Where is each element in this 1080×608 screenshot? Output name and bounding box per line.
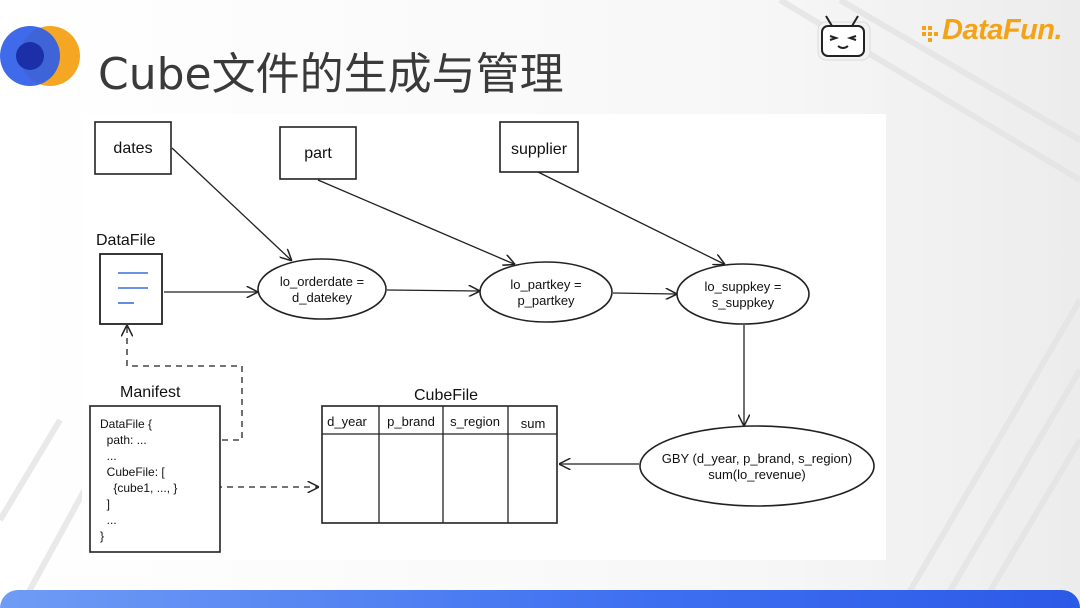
part-table-box: part (279, 126, 357, 180)
join-orderdate-node: lo_orderdate = d_datekey (257, 258, 387, 320)
logo-circles-icon (0, 26, 80, 86)
arrow-supplier-to-join3 (537, 171, 724, 264)
manifest-line: {cube1, ..., } (100, 481, 177, 495)
join-suppkey-line2: s_suppkey (712, 295, 775, 310)
supplier-label: supplier (511, 141, 568, 158)
groupby-line2: sum(lo_revenue) (708, 467, 806, 482)
arrow-part-to-join2 (317, 179, 514, 264)
join-suppkey-node: lo_suppkey = s_suppkey (676, 263, 810, 325)
mascot-icon (817, 15, 871, 61)
flow-arrows (164, 147, 744, 464)
brand-dots-icon (922, 26, 938, 42)
supplier-table-box: supplier (499, 121, 579, 173)
cubefile-table: d_year p_brand s_region sum (321, 405, 558, 524)
datafile-label: DataFile (96, 232, 156, 249)
cube-generation-diagram: dates part supplier DataFile lo_orderdat… (82, 114, 886, 560)
cubefile-column-header: p_brand (387, 414, 435, 429)
join-orderdate-line2: d_datekey (292, 290, 352, 305)
join-partkey-node: lo_partkey = p_partkey (479, 261, 613, 323)
dates-table-box: dates (94, 121, 172, 175)
join-orderdate-line1: lo_orderdate = (280, 274, 364, 289)
cubefile-label: CubeFile (414, 387, 478, 404)
manifest-box: DataFile { path: ... ... CubeFile: [ {cu… (89, 405, 221, 553)
manifest-line: ... (100, 449, 117, 463)
groupby-line1: GBY (d_year, p_brand, s_region) (662, 451, 853, 466)
groupby-node: GBY (d_year, p_brand, s_region) sum(lo_r… (639, 425, 875, 507)
manifest-line: DataFile { (100, 417, 152, 431)
arrow-join1-to-join2 (386, 290, 479, 291)
manifest-line: path: ... (100, 433, 147, 447)
join-partkey-line1: lo_partkey = (510, 277, 581, 292)
manifest-line: } (100, 529, 104, 543)
part-label: part (304, 145, 332, 162)
arrow-join2-to-join3 (612, 293, 676, 294)
join-partkey-line2: p_partkey (517, 293, 575, 308)
manifest-line: ... (100, 513, 117, 527)
page-title: Cube文件的生成与管理 (98, 49, 564, 100)
manifest-label: Manifest (120, 384, 181, 401)
datafile-document-icon (99, 253, 163, 325)
bottom-accent-bar (0, 590, 1080, 608)
cubefile-column-header: s_region (450, 414, 500, 429)
manifest-line: ] (100, 497, 110, 511)
brand-logo: DataFun. (920, 14, 1063, 47)
cubefile-column-header: d_year (327, 414, 367, 429)
join-suppkey-line1: lo_suppkey = (705, 279, 782, 294)
brand-text: DataFun. (942, 14, 1063, 46)
arrow-dates-to-join1 (171, 147, 291, 260)
manifest-line: CubeFile: [ (100, 465, 165, 479)
cubefile-column-header: sum (521, 416, 546, 431)
dates-label: dates (113, 140, 152, 157)
